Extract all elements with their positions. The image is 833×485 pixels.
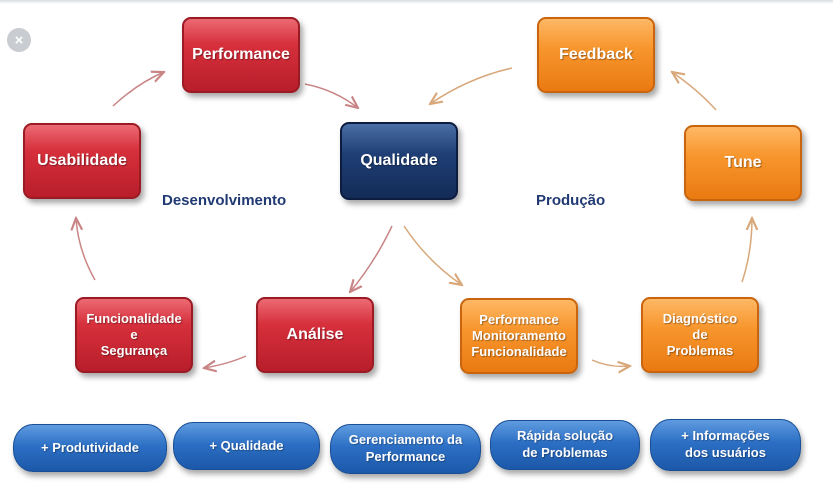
arrow-qualidade-to-analise	[350, 225, 393, 292]
node-qualidade: Qualidade	[340, 122, 458, 200]
benefit-qualidade-line1: + Qualidade	[209, 437, 284, 453]
arrow-qualidade-to-monitoramento	[403, 225, 462, 285]
top-edge	[0, 0, 833, 4]
arrow-diagnostico-to-tune	[741, 218, 752, 283]
benefit-informacoes-line1: + Informações	[681, 428, 770, 444]
node-performance-label: Performance	[192, 46, 290, 64]
benefit-gerenciamento-line2: Performance	[365, 449, 446, 464]
benefit-produtividade-line1: + Produtividade	[41, 439, 139, 455]
node-qualidade-label: Qualidade	[360, 152, 438, 170]
benefit-qualidade: + Qualidade	[173, 422, 320, 470]
node-tune: Tune	[684, 125, 802, 201]
node-performance: Performance	[182, 17, 300, 93]
arrow-usabilidade-to-performance	[112, 72, 164, 107]
benefit-rapida-line2: de Problemas	[522, 445, 608, 460]
benefit-gerenciamento: Gerenciamento da Performance	[330, 424, 481, 474]
node-usabilidade-label: Usabilidade	[37, 152, 127, 170]
label-producao: Produção	[536, 192, 606, 209]
node-diagnostico-line2: de	[692, 327, 708, 343]
arrow-funcionalidade-to-usabilidade	[76, 218, 96, 281]
benefit-produtividade: + Produtividade	[13, 424, 167, 472]
benefit-rapida-line1: Rápida solução	[516, 428, 614, 444]
node-analise-label: Análise	[286, 326, 344, 344]
arrow-performance-to-qualidade	[304, 83, 358, 108]
benefit-informacoes-line2: dos usuários	[685, 445, 766, 460]
arrow-tune-to-feedback	[672, 72, 717, 111]
node-funcionalidade-line1: Funcionalidade	[86, 311, 182, 327]
node-tune-label: Tune	[724, 154, 762, 172]
node-monitoramento-line2: Monitoramento	[472, 328, 566, 344]
node-funcionalidade-line3: Segurança	[100, 342, 168, 358]
node-monitoramento-line1: Performance	[479, 312, 559, 328]
node-diagnostico-line1: Diagnóstico	[662, 311, 738, 327]
node-feedback-label: Feedback	[559, 46, 633, 64]
node-analise: Análise	[256, 297, 374, 373]
node-funcionalidade-seguranca: Funcionalidade e Segurança	[75, 297, 193, 373]
benefit-rapida-solucao: Rápida solução de Problemas	[490, 420, 640, 470]
node-monitoramento-line3: Funcionalidade	[471, 343, 567, 359]
arrow-monitoramento-to-diagnostico	[591, 359, 630, 366]
node-feedback: Feedback	[537, 17, 655, 93]
node-diagnostico: Diagnóstico de Problemas	[641, 297, 759, 373]
node-diagnostico-line3: Problemas	[666, 342, 734, 358]
arrow-analise-to-funcionalidade	[204, 355, 247, 368]
benefit-informacoes: + Informações dos usuários	[650, 419, 801, 471]
arrow-feedback-to-qualidade	[430, 67, 513, 104]
node-usabilidade: Usabilidade	[23, 123, 141, 199]
node-funcionalidade-line2: e	[130, 327, 138, 343]
benefit-gerenciamento-line1: Gerenciamento da	[348, 432, 463, 448]
close-icon[interactable]: ×	[7, 28, 31, 52]
node-monitoramento: Performance Monitoramento Funcionalidade	[460, 298, 578, 374]
label-desenvolvimento: Desenvolvimento	[162, 192, 287, 209]
